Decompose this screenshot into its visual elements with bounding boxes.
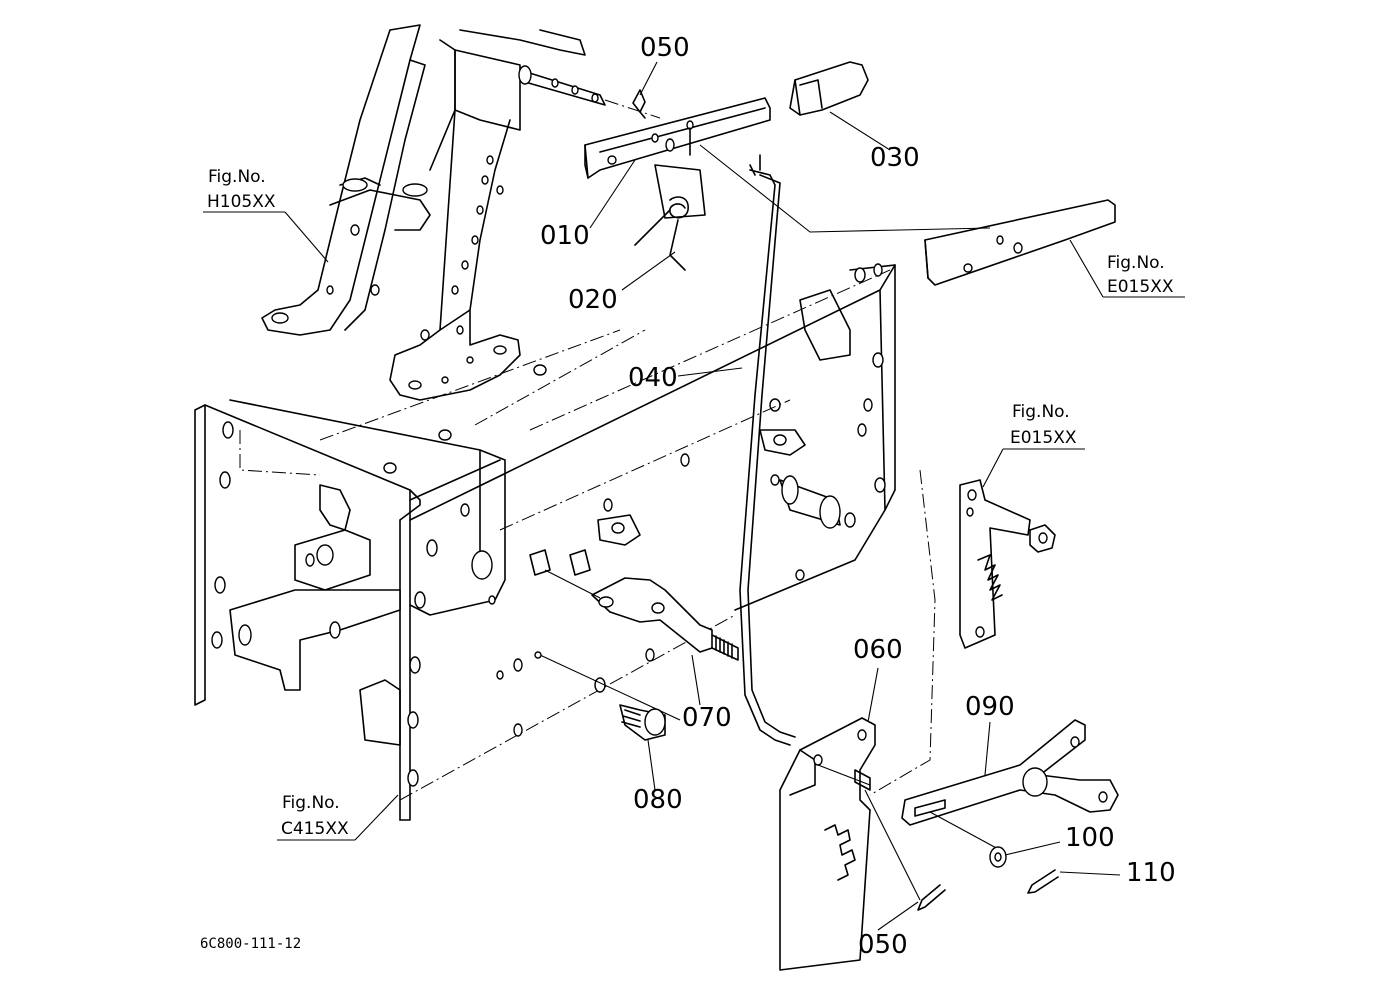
part-080-bolt: [619, 704, 666, 741]
part-100-washer: [989, 846, 1007, 868]
part-label-010: 010: [540, 221, 590, 251]
part-label-080: 080: [633, 785, 683, 815]
part-010-lever-bracket: [584, 97, 771, 179]
drawing-code: 6C800-111-12: [200, 936, 301, 952]
part-label-100: 100: [1065, 823, 1115, 853]
part-label-110: 110: [1126, 858, 1176, 888]
upper-right-bracket-e015: [699, 144, 1116, 286]
fig-ref-e015-mid-line1: Fig.No.: [1012, 402, 1070, 422]
part-label-020: 020: [568, 285, 618, 315]
part-label-060: 060: [853, 635, 903, 665]
part-060-quadrant-plate: [779, 717, 921, 971]
fig-ref-c415-line1: Fig.No.: [282, 793, 340, 813]
fig-ref-h105-line1: Fig.No.: [208, 167, 266, 187]
part-label-050-top: 050: [640, 33, 690, 63]
part-070-pivot-shaft: [529, 549, 739, 721]
part-030-grip: [789, 61, 869, 116]
fig-ref-h105-line2: H105XX: [207, 192, 276, 212]
part-label-070: 070: [682, 703, 732, 733]
upper-left-bracket-assembly: [261, 24, 661, 401]
main-frame-plate: [319, 263, 936, 801]
part-label-030: 030: [870, 143, 920, 173]
part-090-lever-arm: [901, 719, 1119, 851]
part-020-spring: [634, 164, 706, 271]
leader-lines: [203, 61, 1185, 931]
part-label-050-bottom: 050: [858, 930, 908, 960]
part-110-cotter-pin: [1027, 869, 1059, 894]
fig-ref-e015-top-line1: Fig.No.: [1107, 253, 1165, 273]
figure-reference-labels: Fig.No. H105XX Fig.No. E015XX Fig.No. E0…: [207, 167, 1174, 839]
part-number-labels: 050 030 010 020 040 060 070 090 080 100 …: [540, 33, 1176, 960]
fig-ref-c415-line2: C415XX: [281, 819, 349, 839]
part-label-090: 090: [965, 692, 1015, 722]
fig-ref-e015-mid-line2: E015XX: [1010, 428, 1077, 448]
fig-ref-e015-top-line2: E015XX: [1107, 277, 1174, 297]
part-label-040: 040: [628, 363, 678, 393]
left-frame-box: [194, 399, 655, 821]
part-050-cotter-pins: [632, 89, 946, 911]
part-040-rod: [739, 154, 796, 746]
mid-right-ratchet-e015: [959, 479, 1056, 649]
